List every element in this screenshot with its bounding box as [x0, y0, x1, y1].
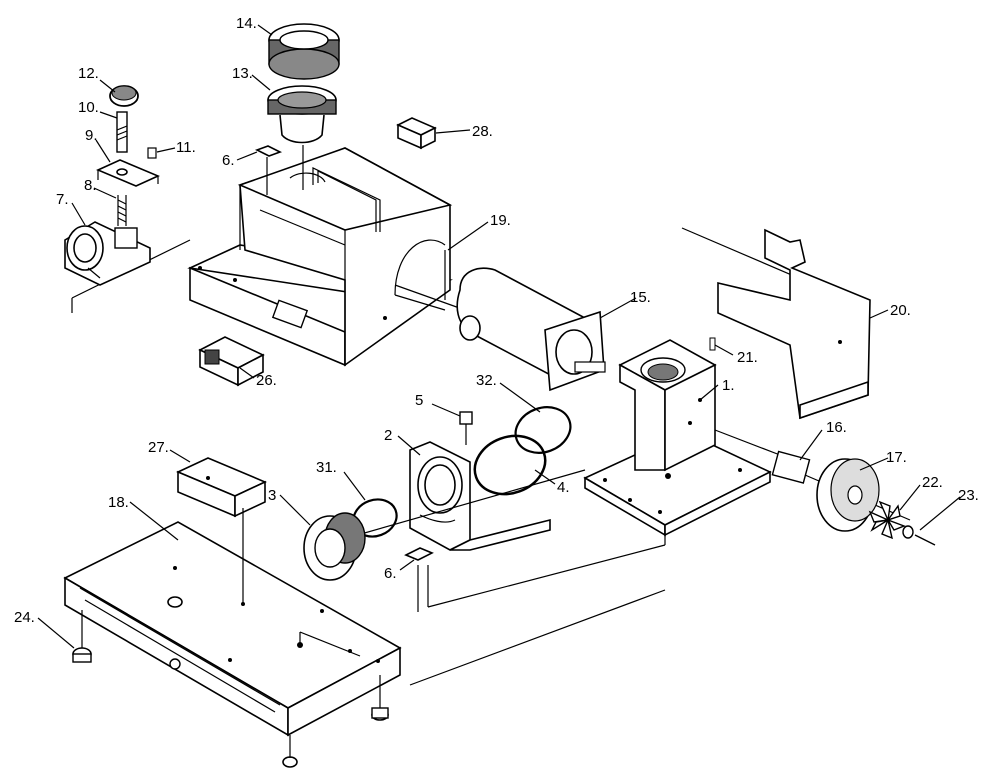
label-6-top: 6.	[222, 152, 235, 169]
label-28: 28.	[472, 123, 493, 140]
label-14: 14.	[236, 15, 257, 32]
label-19: 19.	[490, 212, 511, 229]
label-1: 1.	[722, 377, 735, 394]
label-2: 2	[384, 427, 392, 444]
label-15: 15.	[630, 289, 651, 306]
clamp-assembly	[64, 85, 160, 286]
label-31: 31.	[316, 459, 337, 476]
label-6-bottom: 6.	[384, 565, 397, 582]
collet-flange	[303, 512, 366, 581]
bracket-and-rings	[339, 406, 586, 612]
spindle-parts	[771, 450, 936, 546]
label-11: 11.	[176, 139, 196, 156]
head-bracket	[409, 337, 781, 686]
label-4: 4.	[557, 479, 570, 496]
connector-block	[396, 117, 437, 150]
cover-plate	[681, 227, 871, 420]
leader-lines	[37, 24, 961, 649]
label-12: 12.	[78, 65, 99, 82]
label-22: 22.	[922, 474, 943, 491]
label-26: 26.	[256, 372, 277, 389]
cover-box	[176, 457, 267, 606]
label-27: 27.	[148, 439, 169, 456]
lock-rings	[254, 23, 340, 195]
label-32: 32.	[476, 372, 497, 389]
label-13: 13.	[232, 65, 253, 82]
motor	[394, 250, 606, 392]
label-3: 3	[268, 487, 276, 504]
label-17: 17.	[886, 449, 907, 466]
label-21: 21.	[737, 349, 758, 366]
label-9: 9.	[85, 127, 98, 144]
label-5: 5	[415, 392, 423, 409]
label-23: 23.	[958, 487, 979, 504]
label-20: 20.	[890, 302, 911, 319]
label-8: 8.	[84, 177, 97, 194]
label-7: 7.	[56, 191, 69, 208]
switch-block	[198, 336, 265, 387]
label-16: 16.	[826, 419, 847, 436]
label-24: 24.	[14, 609, 35, 626]
base-plate	[63, 521, 402, 768]
label-18: 18.	[108, 494, 129, 511]
main-housing	[71, 147, 453, 367]
part-labels: 14. 13. 12. 10. 9. 11. 8. 7. 6. 28. 19. …	[14, 15, 979, 626]
label-10: 10.	[78, 99, 99, 116]
